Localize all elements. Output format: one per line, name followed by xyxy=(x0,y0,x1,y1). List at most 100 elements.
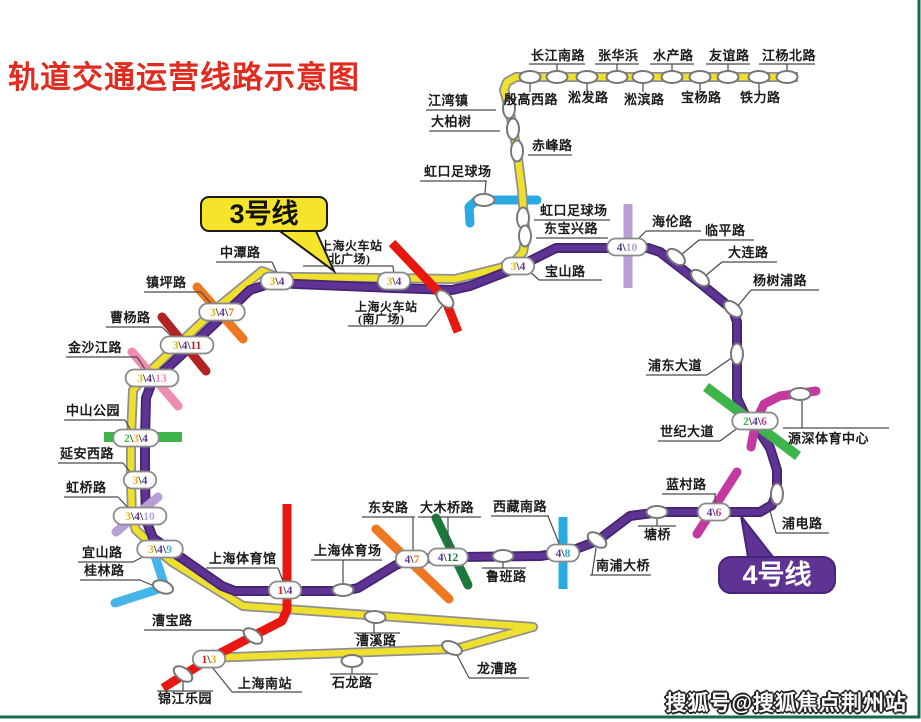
station-label-西藏南路: 西藏南路 xyxy=(493,499,548,514)
station-杨树浦路 xyxy=(723,299,743,319)
station-桂林路 xyxy=(151,579,175,595)
station-临平路 xyxy=(666,247,686,267)
station-鲁班路 xyxy=(491,549,515,563)
interchange-badge-2-4-6 xyxy=(731,411,779,431)
station-label-大柏树: 大柏树 xyxy=(431,114,472,129)
line-9-yishan-stub xyxy=(110,548,170,608)
station-label-蓝村路: 蓝村路 xyxy=(666,477,707,492)
line-4-callout: 4号线 xyxy=(718,556,836,594)
station-大柏树 xyxy=(506,117,520,141)
station-江湾镇 xyxy=(502,96,516,120)
sohu-watermark: 搜狐号@搜狐焦点荆州站 xyxy=(665,692,907,715)
station-label-(南广场): (南广场) xyxy=(358,311,405,326)
station-龙漕路 xyxy=(441,639,463,657)
interchange-badge-label-1-3: 1\3 xyxy=(202,654,217,666)
station-上海火车站(南广场) xyxy=(435,289,455,309)
callout-pointer-4号线 xyxy=(740,515,776,558)
line-3-callout: 3号线 xyxy=(200,196,328,232)
station-label-上海火车站: 上海火车站 xyxy=(320,238,383,253)
interchange-badge-label-3-4: 3\4 xyxy=(270,276,285,288)
station-label-龙漕路: 龙漕路 xyxy=(477,661,518,676)
label-leader xyxy=(139,579,155,587)
station-东宝兴路 xyxy=(518,224,532,248)
station-label-上海体育馆: 上海体育馆 xyxy=(209,551,277,566)
station-label-宝杨路: 宝杨路 xyxy=(681,90,722,105)
line-4 xyxy=(141,244,781,595)
station-锦江乐园 xyxy=(172,665,194,683)
interchange-badge-label-3-4-13: 3\4\13 xyxy=(137,373,167,385)
interchange-badge-label-2-3-4: 2\3\4 xyxy=(124,433,148,445)
label-leader xyxy=(706,356,734,376)
interchange-badge-3-4-11 xyxy=(159,335,215,355)
station-label-铁力路: 铁力路 xyxy=(739,90,781,105)
interchange-badge-label-4-6: 4\6 xyxy=(707,507,722,519)
interchange-badge-4-6 xyxy=(696,502,732,522)
station-江杨北路 xyxy=(775,70,799,84)
interchange-badge-3-4-7 xyxy=(198,302,246,322)
label-leader xyxy=(425,304,444,327)
station-label-水产路: 水产路 xyxy=(653,48,694,63)
interchange-badge-1-4 xyxy=(267,580,303,600)
station-淞发路 xyxy=(575,70,599,84)
interchange-badge-label-3-4-11: 3\4\11 xyxy=(173,340,202,352)
station-label-中山公园: 中山公园 xyxy=(66,403,120,418)
interchange-badge-4-8 xyxy=(545,543,581,563)
station-label-虹桥路: 虹桥路 xyxy=(66,480,107,495)
label-leader xyxy=(455,652,470,679)
station-漕宝路 xyxy=(242,627,264,645)
interchange-badge-label-2-4-6: 2\4\6 xyxy=(743,416,767,428)
interchange-badge-label-1-4: 1\4 xyxy=(278,585,293,597)
station-label-淞滨路: 淞滨路 xyxy=(624,92,665,107)
station-label-南浦大桥: 南浦大桥 xyxy=(596,558,651,573)
line-8-hongkou-stub xyxy=(464,195,542,228)
station-label-淞发路: 淞发路 xyxy=(568,90,609,105)
station-label-上海南站: 上海南站 xyxy=(238,676,292,691)
station-label-宝山路: 宝山路 xyxy=(545,264,586,279)
station-label-塘桥: 塘桥 xyxy=(644,527,672,542)
station-label-杨树浦路: 杨树浦路 xyxy=(753,273,808,288)
station-label-延安西路: 延安西路 xyxy=(59,446,115,461)
station-label-长江南路: 长江南路 xyxy=(531,48,586,63)
label-leader xyxy=(703,261,723,278)
interchange-badge-3-4-9 xyxy=(136,539,184,559)
interchange-badge-2-3-4 xyxy=(112,428,160,448)
station-虹口足球场-line8 xyxy=(472,193,496,207)
interchange-badge-label-3-4: 3\4 xyxy=(511,261,526,273)
interchange-badge-3-4-10 xyxy=(112,506,168,526)
station-label-大连路: 大连路 xyxy=(728,245,769,260)
interchange-badge-label-3-4: 3\4 xyxy=(387,276,402,288)
station-label-虹口足球场: 虹口足球场 xyxy=(424,164,492,179)
interchange-badge-label-3-4-7: 3\4\7 xyxy=(210,307,234,319)
station-label-大木桥路: 大木桥路 xyxy=(420,500,475,515)
station-label-上海体育场: 上海体育场 xyxy=(314,543,382,558)
label-leader xyxy=(736,289,752,308)
station-label-源深体育中心: 源深体育中心 xyxy=(788,431,869,446)
station-label-(北广场): (北广场) xyxy=(324,251,371,266)
interchange-badge-label-3-4-9: 3\4\9 xyxy=(148,544,172,556)
station-水产路 xyxy=(660,70,684,84)
station-铁力路 xyxy=(747,70,771,84)
station-label-江杨北路: 江杨北路 xyxy=(762,48,817,63)
station-张华浜 xyxy=(605,70,629,84)
interchange-badge-3-4 xyxy=(376,271,412,291)
interchange-badge-label-4-8: 4\8 xyxy=(556,548,571,560)
station-label-浦电路: 浦电路 xyxy=(782,516,823,531)
interchange-badge-label-3-4-10: 3\4\10 xyxy=(125,511,155,523)
station-label-友谊路: 友谊路 xyxy=(709,48,750,63)
station-赤峰路 xyxy=(510,139,524,163)
station-源深体育中心 xyxy=(788,387,812,401)
station-label-海伦路: 海伦路 xyxy=(652,214,693,229)
station-label-宜山路: 宜山路 xyxy=(82,545,123,560)
station-label-金沙江路: 金沙江路 xyxy=(67,340,123,355)
station-殷高西路 xyxy=(518,70,542,84)
station-label-殷高西路: 殷高西路 xyxy=(504,92,559,107)
label-leader xyxy=(591,547,597,576)
station-友谊路 xyxy=(716,70,740,84)
station-塘桥 xyxy=(645,505,669,519)
station-石龙路 xyxy=(340,654,364,668)
interchange-badge-label-4-12: 4\12 xyxy=(438,552,459,564)
station-label-桂林路: 桂林路 xyxy=(83,563,125,578)
